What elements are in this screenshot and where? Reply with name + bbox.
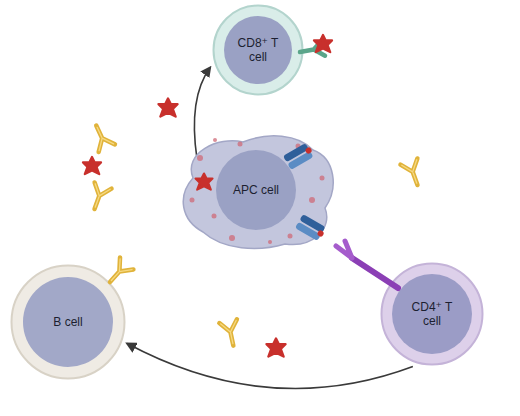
cell-label: CD4⁺ T cell	[403, 300, 461, 329]
antibody	[86, 182, 111, 212]
cell-label-box: APC cell	[227, 183, 285, 197]
antigen	[159, 99, 178, 117]
cell-node: B cell	[10, 264, 126, 380]
cell-label-box: B cell	[36, 315, 101, 329]
cell-label: CD8⁺ T cell	[234, 36, 283, 65]
cell-node: APC cell	[173, 128, 339, 252]
cell-node: CD8⁺ T cell	[212, 4, 304, 96]
t-cell-receptor	[336, 241, 398, 288]
arrow-connector	[127, 344, 413, 389]
cell-label-box: CD4⁺ T cell	[403, 300, 461, 329]
antibody	[88, 122, 115, 152]
cell-label: APC cell	[227, 183, 285, 197]
arrow-connector	[194, 67, 210, 158]
mhc-molecule	[283, 142, 315, 170]
antigen	[196, 174, 213, 190]
antigen	[83, 157, 101, 174]
cd8-receptor	[299, 40, 325, 60]
b-cell-receptor	[103, 257, 133, 288]
vesicles	[190, 138, 325, 244]
cell-label: B cell	[36, 315, 101, 329]
antigen	[267, 339, 286, 357]
antibody	[400, 158, 425, 188]
antigen	[314, 35, 332, 52]
mhc-molecule	[295, 214, 327, 242]
cell-label-box: CD8⁺ T cell	[234, 36, 283, 65]
cell-node: CD4⁺ T cell	[380, 262, 484, 366]
antibody	[219, 319, 242, 347]
